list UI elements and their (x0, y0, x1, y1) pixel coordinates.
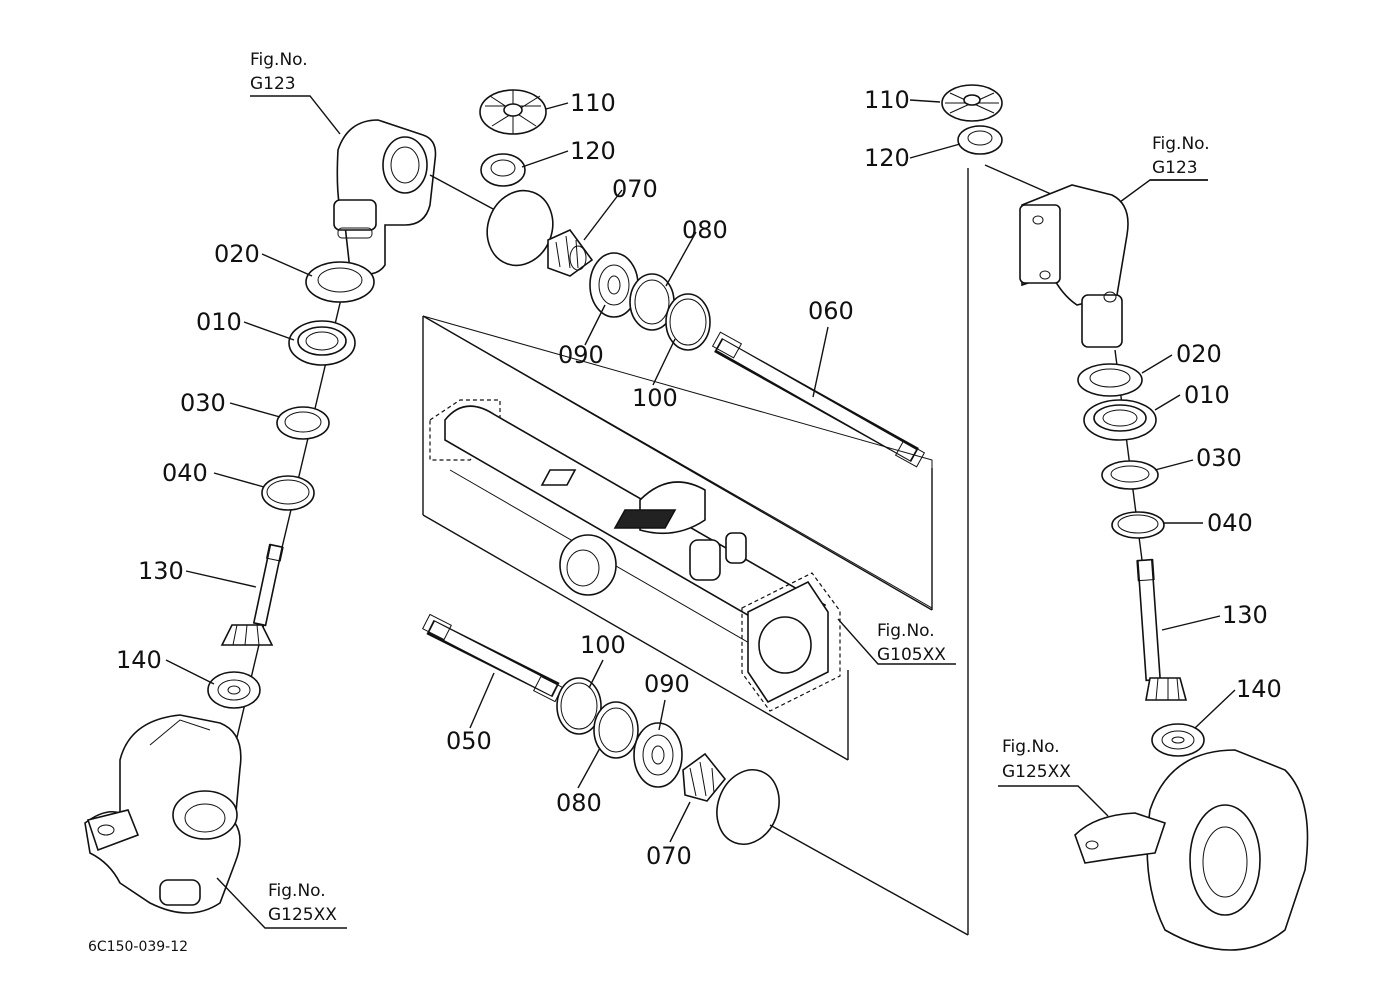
upper-part-100 (665, 293, 711, 351)
lower-part-070 (682, 752, 727, 802)
callout-left-030: 030 (180, 389, 226, 417)
upper-part-070 (547, 229, 594, 277)
fig-ref-g123-right-line1: Fig.No. (1152, 134, 1210, 154)
right-part-030 (1101, 460, 1159, 490)
fig-ref-g105-line2: G105XX (877, 645, 946, 665)
right-part-120 (957, 125, 1003, 155)
callout-upper-090: 090 (558, 341, 604, 369)
callout-right-130: 130 (1222, 601, 1268, 629)
callout-right-020: 020 (1176, 340, 1222, 368)
callout-lower-100: 100 (580, 631, 626, 659)
diagram-code: 6C150-039-12 (88, 939, 188, 955)
callout-right-040: 040 (1207, 509, 1253, 537)
right-part-130 (1136, 558, 1188, 701)
fig-ref-g125-left-line1: Fig.No. (268, 881, 326, 901)
left-part-040 (261, 475, 315, 511)
callout-left-020: 020 (214, 240, 260, 268)
callout-left-010: 010 (196, 308, 242, 336)
leader-lines (165, 95, 1236, 929)
upper-part-060 (711, 331, 926, 468)
left-part-140 (207, 671, 261, 709)
callout-right-030: 030 (1196, 444, 1242, 472)
callout-upper-100: 100 (632, 384, 678, 412)
lower-connector-line (769, 824, 969, 936)
lower-part-080 (593, 701, 639, 759)
callout-right-140: 140 (1236, 675, 1282, 703)
callout-upper-120: 120 (570, 137, 616, 165)
callout-left-040: 040 (162, 459, 208, 487)
upper-part-120 (480, 153, 526, 187)
callout-lower-080: 080 (556, 789, 602, 817)
lower-part-050 (422, 613, 563, 703)
fig-ref-g125-left-line2: G125XX (268, 905, 337, 925)
right-part-140 (1151, 723, 1205, 757)
right-part-020 (1077, 363, 1143, 397)
callout-lower-070: 070 (646, 842, 692, 870)
fig-ref-g123-left-line2: G123 (250, 74, 296, 94)
left-part-030 (276, 406, 330, 440)
fig-ref-g123-right-line2: G123 (1152, 158, 1198, 178)
callout-left-140: 140 (116, 646, 162, 674)
callout-left-130: 130 (138, 557, 184, 585)
upper-part-110 (479, 89, 547, 135)
callout-upper-070: 070 (612, 175, 658, 203)
right-part-040 (1111, 511, 1165, 539)
lower-o-ring (716, 769, 780, 845)
lower-part-100 (556, 677, 602, 735)
fig-ref-g125-right-line2: G125XX (1002, 762, 1071, 782)
left-part-020 (305, 261, 375, 303)
callout-upper-110: 110 (570, 89, 616, 117)
callout-right-120: 120 (864, 144, 910, 172)
fig-ref-g123-left-line1: Fig.No. (250, 50, 308, 70)
callout-upper-080: 080 (682, 216, 728, 244)
right-part-110 (941, 84, 1003, 122)
callout-upper-060: 060 (808, 297, 854, 325)
fig-ref-g105-line1: Fig.No. (877, 621, 935, 641)
left-part-130 (220, 543, 284, 646)
fig-ref-g125-right-line1: Fig.No. (1002, 737, 1060, 757)
callout-lower-090: 090 (644, 670, 690, 698)
callout-right-010: 010 (1184, 381, 1230, 409)
left-part-010 (288, 320, 356, 366)
callout-lower-050: 050 (446, 727, 492, 755)
callout-right-110: 110 (864, 86, 910, 114)
right-elbow-housing (1019, 184, 1129, 348)
left-kingpin-housing (84, 714, 242, 914)
right-kingpin-housing (1074, 749, 1309, 951)
right-part-010 (1083, 399, 1157, 441)
lower-part-090 (633, 722, 683, 788)
center-axle-tube (422, 315, 933, 761)
